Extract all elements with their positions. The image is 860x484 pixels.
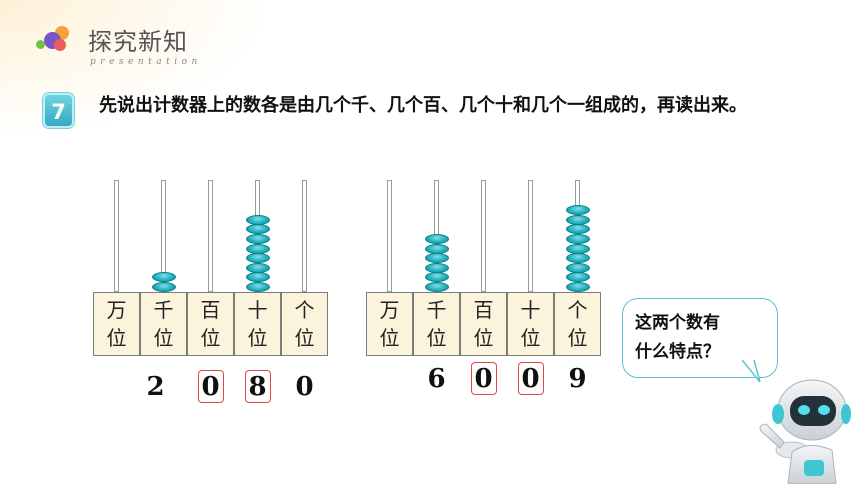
digit-highlight-box <box>244 370 271 403</box>
place-value-label: 个位 <box>554 292 601 356</box>
abacus-bead <box>424 234 449 244</box>
place-char: 位 <box>379 326 400 350</box>
number-digit: 0 <box>201 372 220 402</box>
place-value-label: 个位 <box>281 292 328 356</box>
problem-number-badge: 7 <box>43 93 74 128</box>
place-char: 位 <box>200 326 221 350</box>
place-value-label: 万位 <box>366 292 413 356</box>
digit-highlight-box <box>517 362 544 395</box>
place-char: 位 <box>426 326 447 350</box>
number-digit: 0 <box>474 364 493 394</box>
place-char: 十 <box>247 298 268 322</box>
abacus-bead <box>424 272 449 283</box>
logo-dots-icon <box>36 26 76 56</box>
abacus-rod <box>302 180 307 292</box>
place-value-label: 千位 <box>413 292 460 356</box>
place-value-label: 千位 <box>140 292 187 356</box>
problem-text: 先说出计数器上的数各是由几个千、几个百、几个十和几个一组成的，再读出来。 <box>99 95 747 116</box>
bubble-tail-icon <box>742 360 761 383</box>
abacus-bead <box>424 243 449 254</box>
bubble-line-1: 这两个数有 <box>635 313 720 333</box>
abacus-rod <box>387 180 392 292</box>
place-char: 万 <box>106 298 127 322</box>
abacus-rod <box>208 180 213 292</box>
abacus-bead <box>424 253 449 264</box>
place-char: 位 <box>294 326 315 350</box>
abacus-bead <box>245 272 270 283</box>
place-char: 十 <box>520 298 541 322</box>
abacus-rod <box>114 180 119 292</box>
place-value-label: 十位 <box>234 292 281 356</box>
section-title: 探究新知 <box>88 28 188 56</box>
abacus-bead <box>424 282 449 292</box>
digit-highlight-box <box>197 370 224 403</box>
abacus-bead <box>245 224 270 235</box>
abacus-bead <box>565 282 590 292</box>
abacus-bead <box>245 234 270 244</box>
abacus-bead <box>245 214 270 225</box>
section-subtitle: presentation <box>90 57 202 67</box>
number-digit: 0 <box>521 364 540 394</box>
place-value-label: 十位 <box>507 292 554 356</box>
abacus-bead <box>565 272 590 283</box>
abacus-bead <box>565 214 590 225</box>
abacus-rod <box>481 180 486 292</box>
abacus-bead <box>151 272 176 283</box>
place-char: 百 <box>200 298 221 322</box>
place-value-label: 万位 <box>93 292 140 356</box>
digit-highlight-box <box>470 362 497 395</box>
abacus-rod <box>528 180 533 292</box>
abacus-bead <box>565 205 590 216</box>
place-char: 位 <box>567 326 588 350</box>
abacus-bead <box>245 243 270 254</box>
abacus-bead <box>565 224 590 235</box>
number-digit: 0 <box>295 372 314 402</box>
speech-bubble: 这两个数有 什么特点？ <box>622 298 778 378</box>
number-digit: 6 <box>427 364 446 394</box>
abacus-bead <box>424 262 449 273</box>
place-char: 个 <box>567 298 588 322</box>
abacus-bead <box>245 262 270 273</box>
place-char: 万 <box>379 298 400 322</box>
abacus-bead <box>565 243 590 254</box>
number-digit: 2 <box>146 372 165 402</box>
place-char: 个 <box>294 298 315 322</box>
place-char: 位 <box>247 326 268 350</box>
place-char: 千 <box>153 298 174 322</box>
abacus-bead <box>565 253 590 264</box>
abacus-bead <box>245 282 270 292</box>
abacus-bead <box>565 234 590 244</box>
abacus-bead <box>565 262 590 273</box>
place-value-label: 百位 <box>460 292 507 356</box>
place-char: 位 <box>520 326 541 350</box>
robot-mascot-icon <box>759 379 851 484</box>
place-char: 百 <box>473 298 494 322</box>
bubble-line-2: 什么特点？ <box>635 342 720 362</box>
place-char: 位 <box>153 326 174 350</box>
abacus-bead <box>245 253 270 264</box>
place-char: 位 <box>106 326 127 350</box>
number-digit: 8 <box>248 372 267 402</box>
place-char: 千 <box>426 298 447 322</box>
place-value-label: 百位 <box>187 292 234 356</box>
place-char: 位 <box>473 326 494 350</box>
number-digit: 9 <box>568 364 587 394</box>
abacus-bead <box>151 282 176 292</box>
